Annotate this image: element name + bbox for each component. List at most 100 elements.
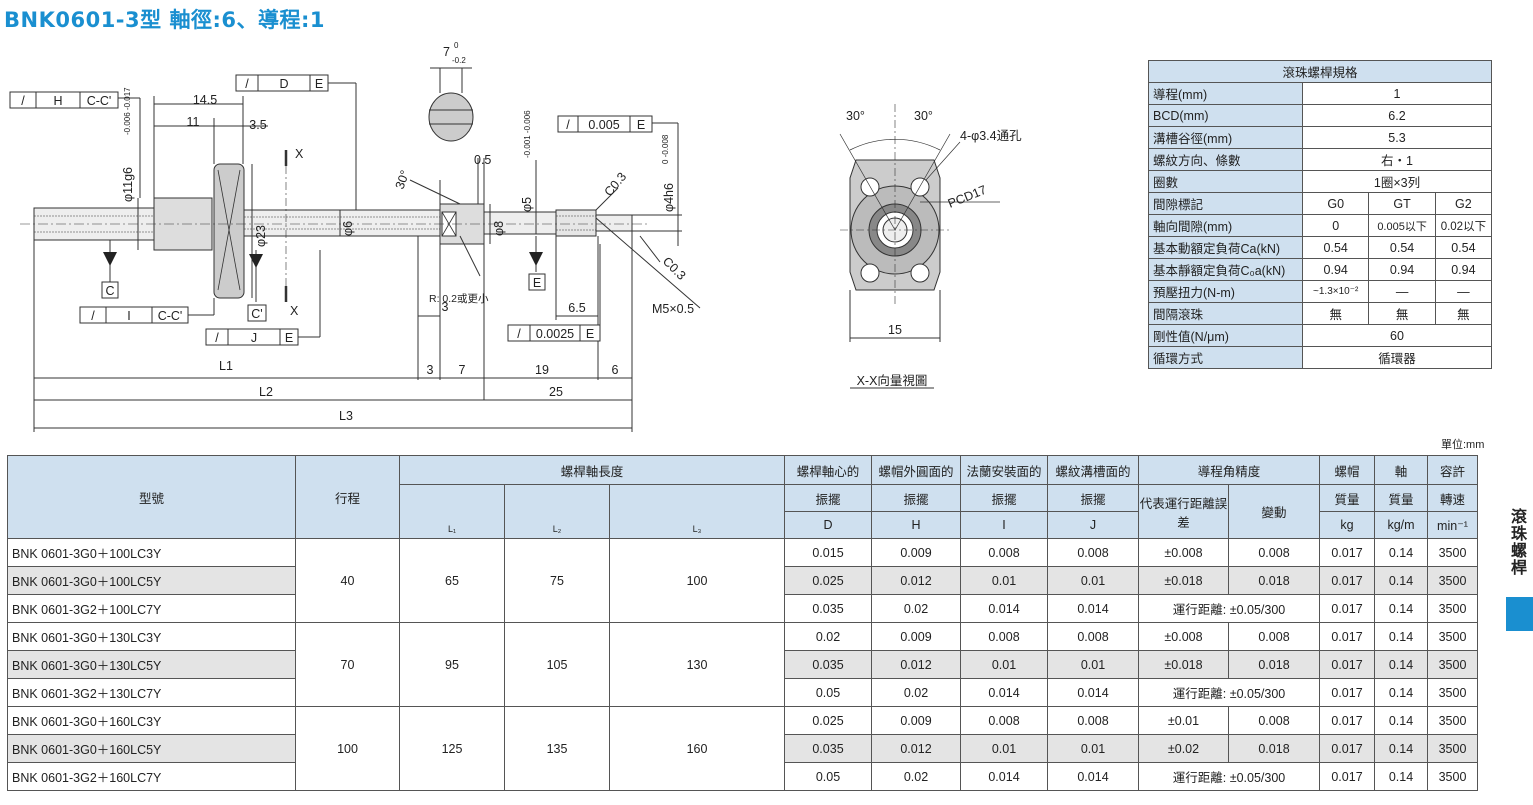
dim-6-b: 6 [612,363,619,377]
side-section-tab[interactable] [1506,597,1533,631]
model-cell: BNK 0601-3G0＋100LC3Y [7,538,296,567]
dim-l2: L2 [259,385,273,399]
d-runout-cell: 0.015 [784,538,872,567]
dia-8: φ8 [492,221,506,236]
model-cell: BNK 0601-3G0＋100LC5Y [7,566,296,595]
dim-7: 7 [443,45,450,59]
nut-mass-cell: 0.017 [1319,566,1375,595]
pcd-label: PCD17 [946,183,989,211]
speed-cell: 3500 [1427,678,1478,707]
h-runout-cell: 0.02 [871,594,961,623]
spec-cell: — [1368,280,1436,303]
fcf-j-datum: E [285,331,293,345]
l3-cell: 130 [609,622,785,707]
spec-value: 5.3 [1302,126,1492,149]
nut-mass-cell: 0.017 [1319,706,1375,735]
j-runout-cell: 0.01 [1047,650,1139,679]
dim-7-tol-up: 0 [454,41,459,50]
spec-cell: 無 [1368,302,1436,325]
d-runout-cell: 0.035 [784,594,872,623]
dia-11g6: φ11g6 [121,167,135,202]
d-runout-cell: 0.05 [784,678,872,707]
l3-cell: 100 [609,538,785,623]
fcf-i-symbol: / [91,309,95,323]
spec-cell: 無 [1434,302,1493,325]
h-runout-cell: 0.012 [871,734,961,763]
fcf-0025-symbol: / [517,327,521,341]
l2-cell: 135 [504,706,610,791]
unit-label: 單位:mm [1441,439,1485,451]
model-cell: BNK 0601-3G0＋160LC5Y [7,734,296,763]
lead-var-cell: 0.008 [1228,538,1320,567]
header-speed-unit: min⁻¹ [1427,511,1478,539]
lead-var-cell: 0.018 [1228,650,1320,679]
header-h-top: 螺帽外圓面的 [871,455,961,485]
spec-value: 右・1 [1302,148,1492,171]
angle-30-left: 30° [846,109,865,123]
i-runout-cell: 0.008 [960,538,1048,567]
d-runout-cell: 0.035 [784,650,872,679]
chamfer-c03-top: C0.3 [602,170,630,199]
l1-cell: 65 [399,538,505,623]
spec-value: 60 [1302,324,1492,347]
spec-cell: 0.02以下 [1434,214,1493,237]
fcf-i-label: I [127,309,130,323]
tol-5: -0.001 -0.006 [523,110,532,158]
tol-11g6: -0.006 -0.017 [123,87,132,135]
view-caption: X-X向量視圖 [857,373,928,388]
shaft-mass-cell: 0.14 [1374,566,1428,595]
flange-view: 30° 30° 4-φ3.4通孔 PCD17 15 X-X向量視圖 [839,104,1022,389]
header-i-top: 法蘭安裝面的 [960,455,1048,485]
lead-rep-cell: ±0.01 [1138,706,1229,735]
spec-cell: 0.54 [1434,236,1493,259]
dim-l3: L3 [339,409,353,423]
lead-var-cell: 0.008 [1228,622,1320,651]
grade-gt: GT [1368,192,1436,215]
header-shaft-mid: 質量 [1374,484,1428,512]
dim-3-a: 3 [442,300,449,314]
dim-25: 25 [549,385,563,399]
holes-label: 4-φ3.4通孔 [960,129,1022,143]
spec-label: 預壓扭力(N-m) [1148,280,1303,303]
section-x-bottom: X [290,304,299,318]
angle-30: 30° [393,168,413,191]
fcf-d-datum: E [315,77,323,91]
grade-g2: G2 [1434,192,1493,215]
fcf-005-symbol: / [566,118,570,132]
model-table: 型號 行程 螺桿軸長度 螺桿軸心的 螺帽外圓面的 法蘭安裝面的 螺紋溝槽面的 導… [7,455,1478,791]
lead-var-cell: 0.018 [1228,566,1320,595]
datum-e-label: E [533,276,541,290]
header-lead-var: 變動 [1228,484,1320,539]
i-runout-cell: 0.008 [960,706,1048,735]
fcf-j-label: J [251,331,257,345]
shaft-mass-cell: 0.14 [1374,622,1428,651]
dim-7-tol-down: -0.2 [452,56,466,65]
lead-merged-cell: 運行距離: ±0.05/300 [1138,678,1320,707]
header-j: J [1047,511,1139,539]
dim-19: 19 [535,363,549,377]
fcf-d-symbol: / [245,77,249,91]
l1-cell: 95 [399,622,505,707]
model-cell: BNK 0601-3G0＋130LC5Y [7,650,296,679]
grade-g0: G0 [1301,192,1370,215]
j-runout-cell: 0.008 [1047,622,1139,651]
d-runout-cell: 0.025 [784,566,872,595]
side-section-label: 滾珠螺桿 [1508,508,1525,576]
page-title: BNK0601-3型 軸徑:6、導程:1 [4,8,325,32]
stroke-cell: 40 [295,538,400,623]
spec-label: 循環方式 [1148,346,1303,369]
header-i: I [960,511,1048,539]
spec-label: 間隙標記 [1148,192,1303,215]
header-nut-unit: kg [1319,511,1375,539]
h-runout-cell: 0.012 [871,650,961,679]
shaft-mass-cell: 0.14 [1374,650,1428,679]
fcf-h-symbol: / [21,94,25,108]
spec-label: 軸向間隙(mm) [1148,214,1303,237]
h-runout-cell: 0.02 [871,678,961,707]
section-x-top: X [295,147,304,161]
i-runout-cell: 0.014 [960,594,1048,623]
